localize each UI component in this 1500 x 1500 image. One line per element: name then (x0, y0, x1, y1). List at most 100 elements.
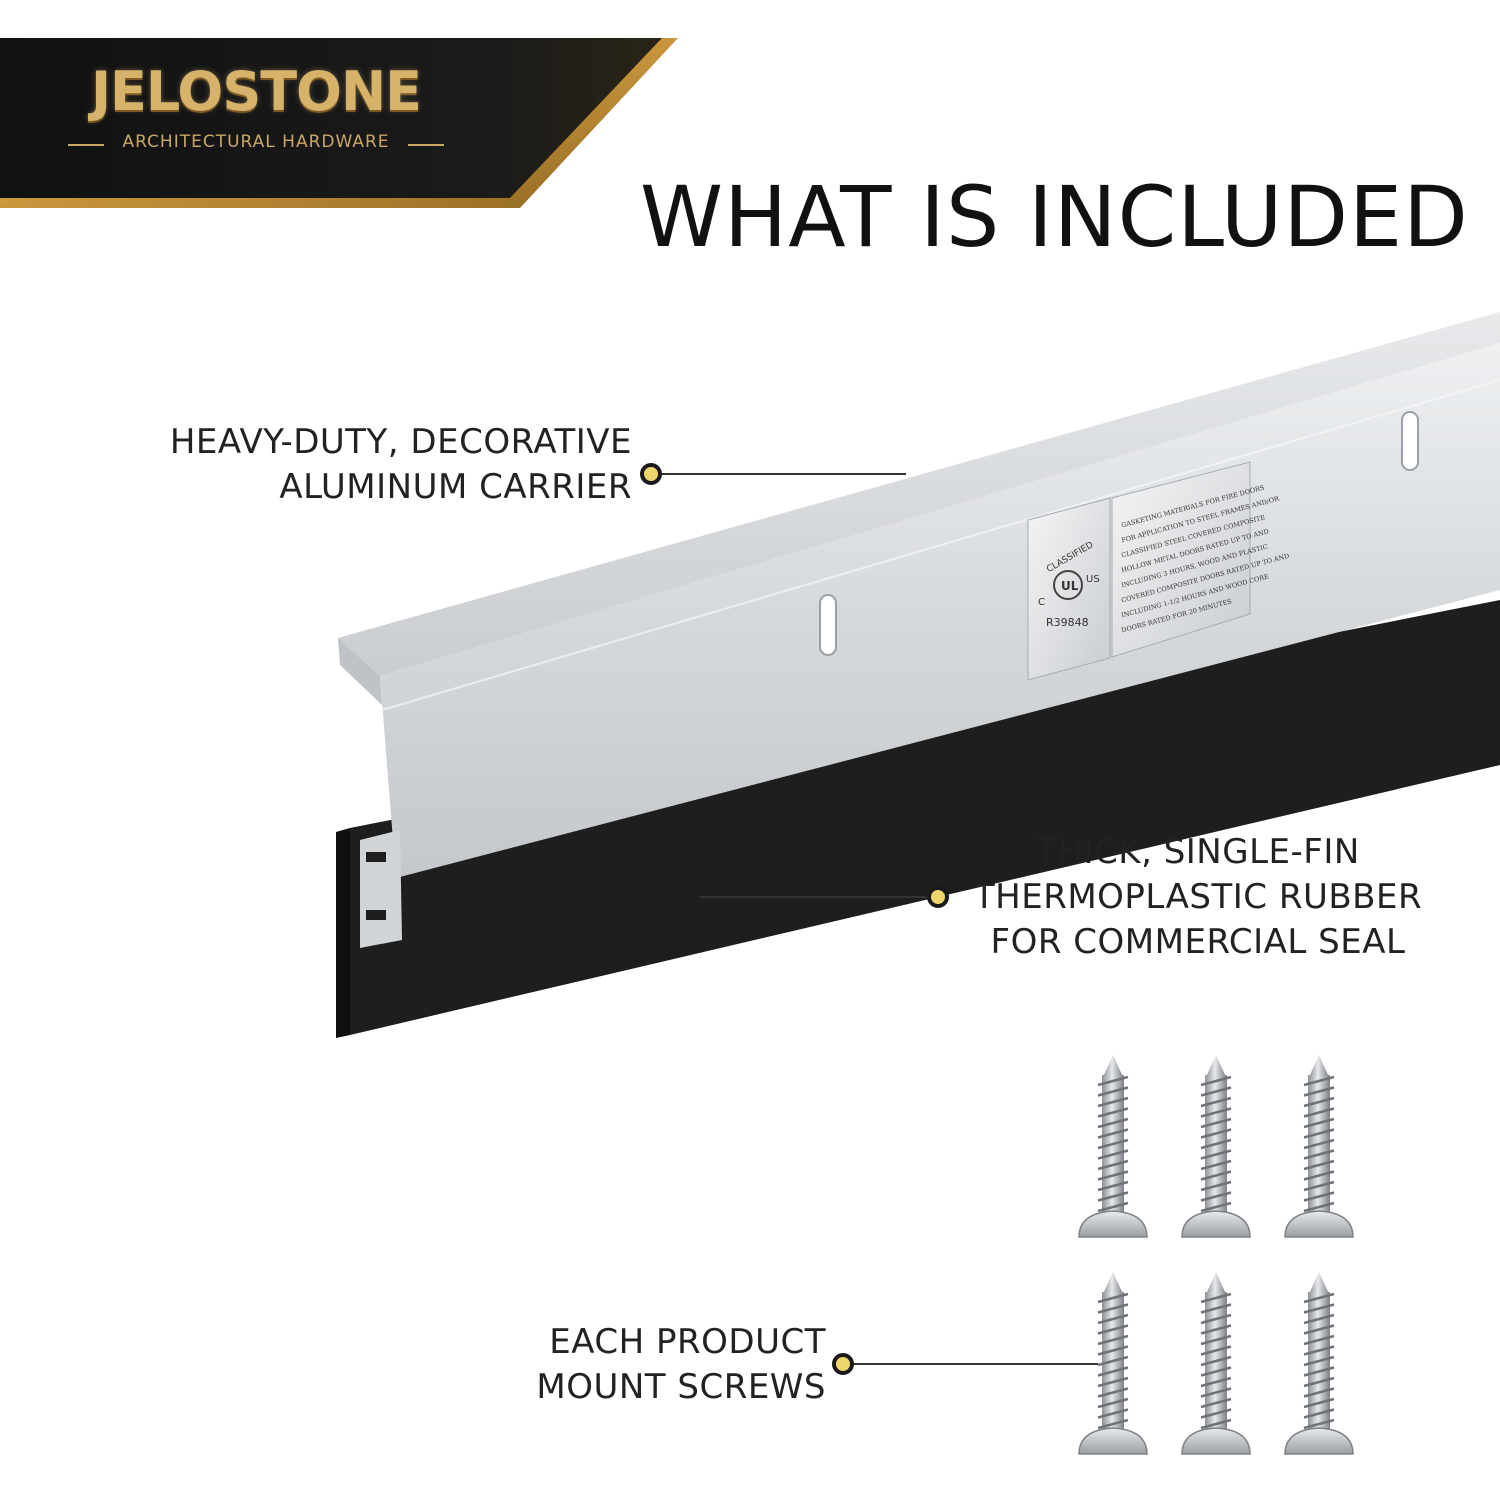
screw-icon (1078, 1055, 1148, 1238)
mount-slot-right (1401, 411, 1419, 471)
mount-slot-left (819, 594, 837, 656)
screw-thread (1200, 1397, 1232, 1409)
screw-thread (1200, 1086, 1232, 1097)
screw-thread (1303, 1334, 1335, 1346)
screw-thread (1097, 1107, 1129, 1118)
mount-screws (1078, 1055, 1354, 1455)
screw-thread (1303, 1397, 1335, 1409)
channel-notch-bottom (366, 910, 386, 920)
screw-thread (1097, 1075, 1129, 1087)
screw-thread (1200, 1159, 1232, 1171)
screw-thread (1200, 1376, 1232, 1388)
screw-thread (1097, 1345, 1129, 1356)
screw-tip (1309, 1055, 1329, 1077)
screw-tip (1206, 1055, 1226, 1077)
screw-thread (1097, 1387, 1129, 1398)
badge-dark-fill (0, 38, 662, 198)
screw-thread (1097, 1397, 1129, 1409)
screw-thread (1097, 1096, 1129, 1108)
screw-icon (1078, 1272, 1148, 1455)
screw-thread (1097, 1324, 1129, 1335)
screw-thread (1303, 1324, 1335, 1335)
screw-head (1181, 1427, 1251, 1455)
screw-thread (1097, 1376, 1129, 1388)
screw-thread (1200, 1138, 1232, 1150)
screw-thread (1200, 1117, 1232, 1129)
screw-thread (1097, 1366, 1129, 1377)
screw-thread (1200, 1170, 1232, 1181)
screw-thread (1097, 1159, 1129, 1171)
screw-thread (1200, 1075, 1232, 1087)
screw-thread (1097, 1138, 1129, 1150)
screw-icon (1181, 1272, 1251, 1455)
screw-thread (1097, 1180, 1129, 1192)
screw-thread (1303, 1107, 1335, 1118)
screw-thread (1200, 1387, 1232, 1398)
ul-label: CLASSIFIED UL C US R39848 GASKETING MATE… (1027, 461, 1290, 681)
rubber-seal-edge (336, 828, 350, 1038)
callout-aluminum-carrier: HEAVY-DUTY, DECORATIVE ALUMINUM CARRIER (120, 420, 632, 510)
screw-head (1078, 1427, 1148, 1455)
screw-tip (1103, 1272, 1123, 1294)
screw-head (1284, 1427, 1354, 1455)
screw-thread (1097, 1408, 1129, 1419)
ul-label-right-panel (1111, 461, 1251, 658)
screw-thread (1097, 1334, 1129, 1346)
screw-icon (1284, 1272, 1354, 1455)
screw-thread (1303, 1191, 1335, 1202)
carrier-highlight (381, 379, 1500, 711)
page-title: WHAT IS INCLUDED (640, 168, 1469, 266)
ul-mark-ul: UL (1061, 579, 1079, 593)
carrier-channel-end (360, 830, 402, 948)
screw-thread (1097, 1117, 1129, 1129)
screw-thread (1303, 1313, 1335, 1325)
rubber-callout-dot (927, 886, 949, 908)
callout-rubber-line2: THERMOPLASTIC RUBBER (973, 877, 1423, 917)
screw-thread (1303, 1355, 1335, 1367)
screw-thread (1303, 1387, 1335, 1398)
brand-logo-tagline: ARCHITECTURAL HARDWARE (122, 132, 390, 152)
screw-head (1181, 1210, 1251, 1238)
callout-mount-screws: EACH PRODUCT MOUNT SCREWS (470, 1320, 826, 1410)
screw-head (1078, 1210, 1148, 1238)
screw-tip (1103, 1055, 1123, 1077)
screw-thread (1303, 1086, 1335, 1097)
brand-badge (0, 38, 678, 208)
screw-thread (1303, 1345, 1335, 1356)
carrier-callout-dot (640, 463, 662, 485)
screw-thread (1200, 1408, 1232, 1419)
ul-file-number: R39848 (1046, 616, 1089, 629)
screw-thread (1303, 1128, 1335, 1139)
rubber-seal (350, 600, 1500, 1035)
screw-thread (1200, 1096, 1232, 1108)
ul-mark-c: C (1038, 597, 1045, 608)
screw-thread (1097, 1292, 1129, 1304)
screw-thread (1303, 1159, 1335, 1171)
screw-thread (1200, 1334, 1232, 1346)
callout-rubber-line1: THICK, SINGLE-FIN (1036, 832, 1360, 872)
callout-carrier-line1: HEAVY-DUTY, DECORATIVE (169, 422, 632, 462)
screw-thread (1303, 1418, 1335, 1430)
screw-thread (1097, 1201, 1129, 1213)
screw-thread (1097, 1303, 1129, 1314)
screw-thread (1200, 1149, 1232, 1160)
screw-thread (1303, 1292, 1335, 1304)
screw-thread (1303, 1075, 1335, 1087)
screw-icon (1284, 1055, 1354, 1238)
brand-logo-name: JELOSTONE (90, 60, 422, 123)
screw-thread (1200, 1191, 1232, 1202)
screw-thread (1200, 1292, 1232, 1304)
screw-thread (1097, 1355, 1129, 1367)
screw-tip (1309, 1272, 1329, 1294)
screw-thread (1303, 1201, 1335, 1213)
screw-thread (1097, 1128, 1129, 1139)
screw-thread (1200, 1201, 1232, 1213)
screw-thread (1200, 1418, 1232, 1430)
screws-callout-dot (832, 1353, 854, 1375)
ul-label-left-panel (1027, 497, 1111, 681)
screw-thread (1097, 1191, 1129, 1202)
screw-thread (1200, 1355, 1232, 1367)
screw-thread (1097, 1170, 1129, 1181)
callout-rubber-seal: THICK, SINGLE-FIN THERMOPLASTIC RUBBER F… (960, 830, 1436, 965)
